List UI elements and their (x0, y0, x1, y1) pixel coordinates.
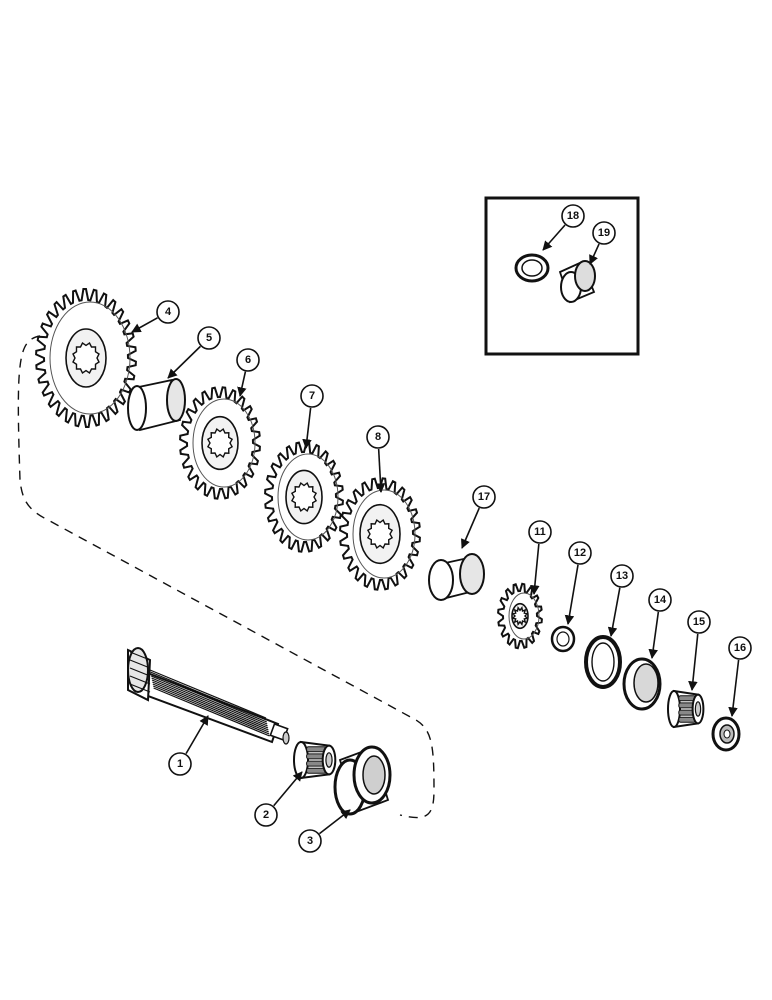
callout-leader (542, 224, 566, 251)
callout-13: 13 (607, 564, 634, 637)
callout-label: 2 (263, 809, 269, 821)
callout-leader (461, 507, 480, 549)
callout-circle (528, 520, 552, 544)
callout-19: 19 (589, 221, 616, 265)
callout-circle (298, 829, 322, 853)
callout-circle (254, 803, 278, 827)
part-6-gear (179, 386, 261, 500)
callout-circle (561, 204, 585, 228)
callout-label: 1 (177, 758, 183, 770)
callout-label: 12 (574, 547, 586, 559)
callout-circle (568, 541, 592, 565)
callout-label: 11 (534, 526, 546, 538)
callout-leader (302, 407, 312, 449)
callout-leader (564, 564, 579, 625)
callout-12: 12 (564, 541, 592, 625)
callout-leader (237, 371, 247, 397)
callout-circle (728, 636, 752, 660)
callout-label: 14 (654, 594, 667, 606)
callout-14: 14 (648, 588, 672, 659)
callout-circle (236, 348, 260, 372)
callout-7: 7 (300, 384, 324, 449)
callout-15: 15 (687, 610, 711, 691)
callout-leader (728, 659, 740, 717)
inset-box (484, 196, 640, 356)
callout-circle (610, 564, 634, 588)
callout-label: 4 (165, 306, 172, 318)
part-3-bearing-cup (333, 745, 392, 816)
callout-16: 16 (728, 636, 752, 717)
callout-label: 15 (693, 616, 705, 628)
callout-leader (589, 243, 600, 265)
assembly-dashed-outline (17, 335, 435, 819)
part-5-bushing (127, 378, 186, 432)
callout-leader (530, 543, 540, 595)
callout-leader (167, 345, 201, 379)
part-14-bearing-cup (622, 657, 662, 711)
part-12-washer (550, 625, 576, 653)
callout-label: 3 (307, 835, 313, 847)
callout-circle (592, 221, 616, 245)
callout-circle (156, 300, 180, 324)
callout-circle (366, 425, 390, 449)
callout-leader (688, 633, 699, 691)
callout-1: 1 (168, 715, 209, 776)
part-11-small-gear (497, 582, 543, 650)
callout-label: 8 (375, 431, 381, 443)
callout-leader (273, 771, 303, 807)
part-13-snap-ring (584, 635, 622, 689)
part-2-bearing-cone (293, 740, 337, 780)
callout-circle (300, 384, 324, 408)
callout-label: 16 (734, 642, 746, 654)
callout-18: 18 (542, 204, 585, 251)
part-18-ring (514, 253, 550, 283)
callout-circle (472, 485, 496, 509)
callout-circle (168, 752, 192, 776)
callout-circle (648, 588, 672, 612)
callout-leader (318, 809, 351, 835)
callout-5: 5 (167, 326, 221, 379)
callout-3: 3 (298, 809, 351, 853)
callout-leader (375, 448, 386, 493)
part-15-bearing-cone (667, 689, 705, 729)
callout-label: 7 (309, 390, 315, 402)
callout-11: 11 (528, 520, 552, 595)
callout-label: 5 (206, 332, 212, 344)
callout-17: 17 (461, 485, 496, 549)
callout-leader (131, 317, 158, 333)
callout-circle (687, 610, 711, 634)
part-19-bushing (558, 260, 596, 304)
callout-4: 4 (131, 300, 180, 333)
part-16-nut (711, 716, 741, 752)
part-4-large-gear (35, 288, 137, 428)
callout-label: 18 (567, 210, 579, 222)
callout-label: 17 (478, 491, 490, 503)
part-1-pinion-shaft (127, 647, 290, 745)
callout-8: 8 (366, 425, 390, 493)
callout-6: 6 (236, 348, 260, 397)
part-8-gear (339, 477, 421, 591)
part-7-gear (264, 441, 344, 553)
callout-circle (197, 326, 221, 350)
callout-label: 19 (598, 227, 610, 239)
callout-leader (648, 611, 660, 659)
callout-2: 2 (254, 771, 303, 827)
callout-leader (607, 587, 621, 637)
callout-label: 13 (616, 570, 628, 582)
callout-leader (185, 715, 209, 755)
part-17-bushing (428, 553, 485, 601)
callout-label: 6 (245, 354, 251, 366)
